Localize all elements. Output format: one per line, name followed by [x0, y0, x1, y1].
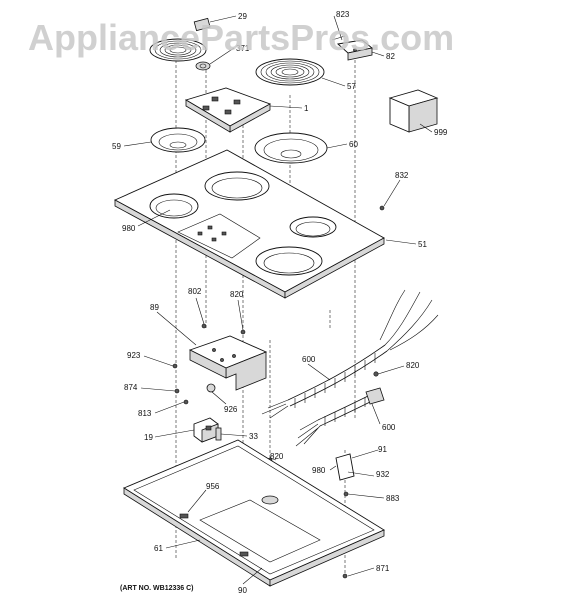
callout-820-upper: 820	[230, 290, 244, 299]
callout-813: 813	[138, 409, 152, 418]
bracket-89[interactable]	[188, 335, 268, 391]
callout-820-lower: 820	[270, 452, 284, 461]
callout-90: 90	[238, 586, 247, 595]
callout-82: 82	[386, 52, 395, 61]
callout-labels: 29 823 371 82 57 1 999 59 60 832 980 51 …	[112, 10, 448, 595]
watermark: AppliancePartsPros.com	[28, 17, 454, 58]
callout-926: 926	[224, 405, 238, 414]
callout-883: 883	[386, 494, 400, 503]
callout-29: 29	[238, 12, 247, 21]
indicator-light-33[interactable]	[215, 427, 222, 441]
bottom-pan-61[interactable]	[123, 439, 385, 587]
wire-harness-upper[interactable]	[261, 289, 439, 419]
callout-956: 956	[206, 482, 220, 491]
drip-pan-large[interactable]	[254, 132, 328, 164]
parts-box-999[interactable]	[388, 89, 439, 133]
callout-871: 871	[376, 564, 390, 573]
bracket-91[interactable]	[335, 453, 355, 481]
callout-932: 932	[376, 470, 390, 479]
callout-980-top: 980	[122, 224, 136, 233]
callout-823: 823	[336, 10, 350, 19]
switch-plate-1[interactable]	[184, 87, 272, 133]
callout-60: 60	[349, 140, 358, 149]
callout-832: 832	[395, 171, 409, 180]
callout-802: 802	[188, 287, 202, 296]
callout-820-right: 820	[406, 361, 420, 370]
receptacle-371[interactable]	[195, 61, 211, 71]
drip-pan-small[interactable]	[150, 127, 206, 153]
callout-61: 61	[154, 544, 163, 553]
infinite-switch-19[interactable]	[193, 417, 219, 443]
surface-unit-small[interactable]	[149, 17, 211, 62]
callout-51: 51	[418, 240, 427, 249]
callout-923: 923	[127, 351, 141, 360]
callout-33: 33	[249, 432, 258, 441]
callout-874: 874	[124, 383, 138, 392]
cooktop-top-51[interactable]	[113, 149, 385, 299]
callout-57: 57	[347, 82, 356, 91]
callout-999: 999	[434, 128, 448, 137]
wire-harness-lower[interactable]	[295, 387, 385, 447]
callout-1: 1	[304, 104, 309, 113]
art-number: (ART NO. WB12336 C)	[120, 585, 194, 592]
callout-91: 91	[378, 445, 387, 454]
surface-unit-large[interactable]	[255, 58, 325, 86]
callout-59: 59	[112, 142, 121, 151]
callout-600-upper: 600	[302, 355, 316, 364]
callout-980-lower: 980	[312, 466, 326, 475]
callout-19: 19	[144, 433, 153, 442]
terminal-block-82[interactable]	[331, 35, 374, 61]
callout-89: 89	[150, 303, 159, 312]
callout-600-lower: 600	[382, 423, 396, 432]
callout-371: 371	[236, 44, 250, 53]
leader-lines	[123, 15, 433, 585]
